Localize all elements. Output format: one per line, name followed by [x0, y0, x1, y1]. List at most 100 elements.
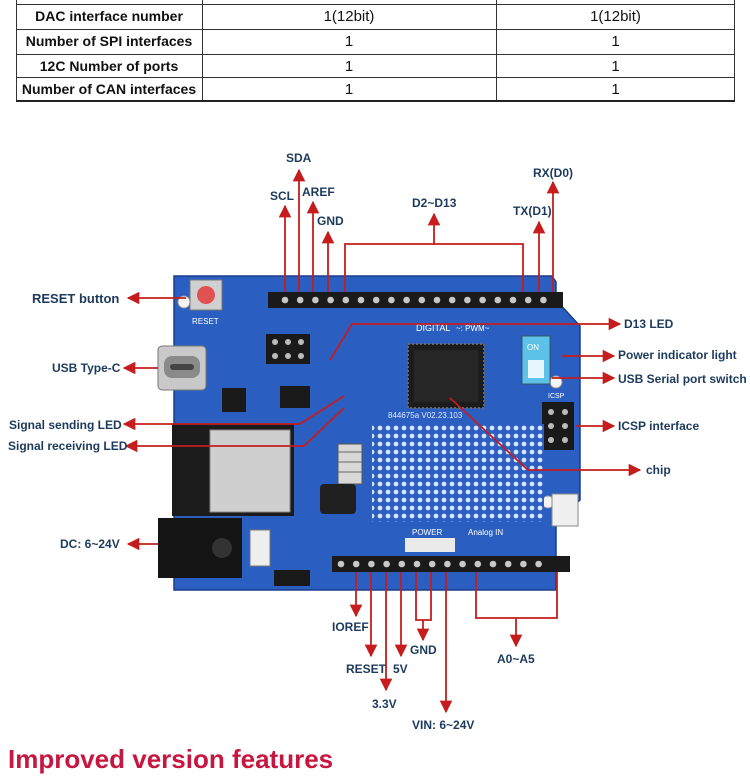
- row-name: DAC interface number: [35, 8, 183, 24]
- label-a0-a5: A0~A5: [497, 652, 535, 666]
- page-title: Improved version features: [8, 744, 334, 774]
- pin-hole: [413, 560, 421, 568]
- row-value-2: 1: [611, 80, 620, 98]
- pin-hole: [312, 296, 319, 304]
- label-d2-d13: D2~D13: [412, 196, 457, 210]
- usb-c-port: [157, 345, 207, 391]
- pin-hole: [296, 296, 304, 304]
- pin-hole: [388, 296, 395, 304]
- silk-digital: DIGITAL: [416, 323, 450, 333]
- row-value-2: 1: [611, 57, 620, 75]
- table-divider: [202, 0, 203, 100]
- label-signal-sending: Signal sending LED: [9, 418, 122, 432]
- pin-hole: [368, 560, 375, 568]
- pin-hole: [357, 296, 365, 304]
- label-gnd-top: GND: [317, 214, 344, 228]
- label-scl: SCL: [270, 189, 294, 203]
- dc-jack: [158, 518, 242, 578]
- label-usb-type-c: USB Type-C: [52, 361, 121, 375]
- silk-icsp: ICSP: [548, 393, 565, 400]
- silk-on: ON: [527, 343, 539, 352]
- icsp-header: [542, 402, 574, 450]
- table-divider: [16, 77, 735, 78]
- label-tx: TX(D1): [513, 204, 552, 218]
- pin-hole: [489, 560, 497, 568]
- label-ioref: IOREF: [332, 620, 369, 634]
- table-row: Number of SPI interfaces 1 1: [16, 29, 735, 53]
- label-power-indicator: Power indicator light: [618, 348, 737, 362]
- label-reset: RESET: [346, 662, 387, 676]
- label-vin: VIN: 6~24V: [412, 718, 475, 732]
- table-row: 12C Number of ports 1 1: [16, 54, 735, 78]
- label-5v: 5V: [393, 662, 408, 676]
- label-usb-serial-switch: USB Serial port switch: [618, 372, 747, 386]
- table-divider: [16, 54, 735, 55]
- label-signal-receiving: Signal receiving LED: [8, 439, 128, 453]
- label-chip: chip: [646, 463, 671, 477]
- silk-power: POWER: [412, 528, 442, 537]
- vrtc-header: [274, 570, 310, 586]
- table-divider: [16, 0, 17, 100]
- prototyping-grid: [372, 424, 544, 522]
- pin-hole: [372, 296, 380, 304]
- pin-hole: [398, 560, 406, 568]
- top-pin-holes: [281, 296, 547, 304]
- power-gnd-box: [405, 538, 455, 552]
- label-sda: SDA: [286, 151, 312, 165]
- row-value-1: 1(12bit): [323, 7, 375, 25]
- label-aref: AREF: [302, 185, 335, 199]
- power-switch[interactable]: [249, 529, 271, 567]
- table-row: DAC interface number 1(12bit) 1(12bit): [16, 4, 735, 28]
- small-connector: [551, 493, 579, 527]
- isp-header: [266, 334, 310, 364]
- row-value-1: 1: [344, 57, 354, 75]
- pin-hole: [327, 296, 334, 304]
- label-3v3: 3.3V: [372, 697, 397, 711]
- pin-hole: [479, 296, 486, 304]
- pin-hole: [464, 296, 471, 304]
- pin-hole: [509, 296, 517, 304]
- table-row: Number of CAN interfaces 1 1: [16, 77, 735, 101]
- label-icsp: ICSP interface: [618, 419, 700, 433]
- inductor: [320, 484, 356, 514]
- pin-hole: [448, 296, 456, 304]
- silk-serial: 844675a V02.23.103: [388, 411, 463, 420]
- label-rx: RX(D0): [533, 166, 574, 180]
- spec-table: DAC interface number 1(12bit) 1(12bit) N…: [16, 0, 735, 102]
- bottom-header-strip: [332, 556, 570, 572]
- table-divider: [16, 100, 735, 102]
- top-header-strip: [268, 292, 563, 308]
- pin-hole: [342, 296, 350, 304]
- pin-hole: [504, 560, 512, 568]
- silk-reset: RESET: [192, 317, 219, 326]
- row-value-2: 1: [611, 32, 620, 50]
- pin-hole: [337, 560, 345, 568]
- pin-hole: [428, 560, 436, 568]
- table-divider: [16, 4, 735, 5]
- regulator-chip: [280, 386, 310, 408]
- usb-serial-switch[interactable]: [521, 335, 551, 385]
- usb-chip: [222, 388, 246, 412]
- row-name: 12C Number of ports: [39, 58, 179, 74]
- silk-pwm: ~: PWM~: [456, 324, 490, 333]
- main-chip: [407, 343, 485, 409]
- pin-hole: [418, 296, 426, 304]
- pin-hole: [520, 560, 527, 568]
- pin-hole: [540, 296, 547, 304]
- table-divider: [734, 0, 735, 100]
- pin-hole: [474, 560, 482, 568]
- row-name: Number of SPI interfaces: [25, 33, 193, 49]
- reset-button[interactable]: [189, 279, 223, 311]
- arrows: [122, 168, 642, 714]
- table-divider: [16, 29, 735, 30]
- row-name: Number of CAN interfaces: [21, 81, 197, 97]
- pin-hole: [535, 560, 542, 568]
- pin-hole: [281, 296, 289, 304]
- pin-hole: [444, 560, 451, 568]
- label-gnd-bottom: GND: [410, 643, 437, 657]
- bottom-pin-holes: [337, 560, 542, 568]
- label-d13-led: D13 LED: [624, 317, 674, 331]
- pin-hole: [433, 296, 441, 304]
- pin-hole: [459, 560, 466, 568]
